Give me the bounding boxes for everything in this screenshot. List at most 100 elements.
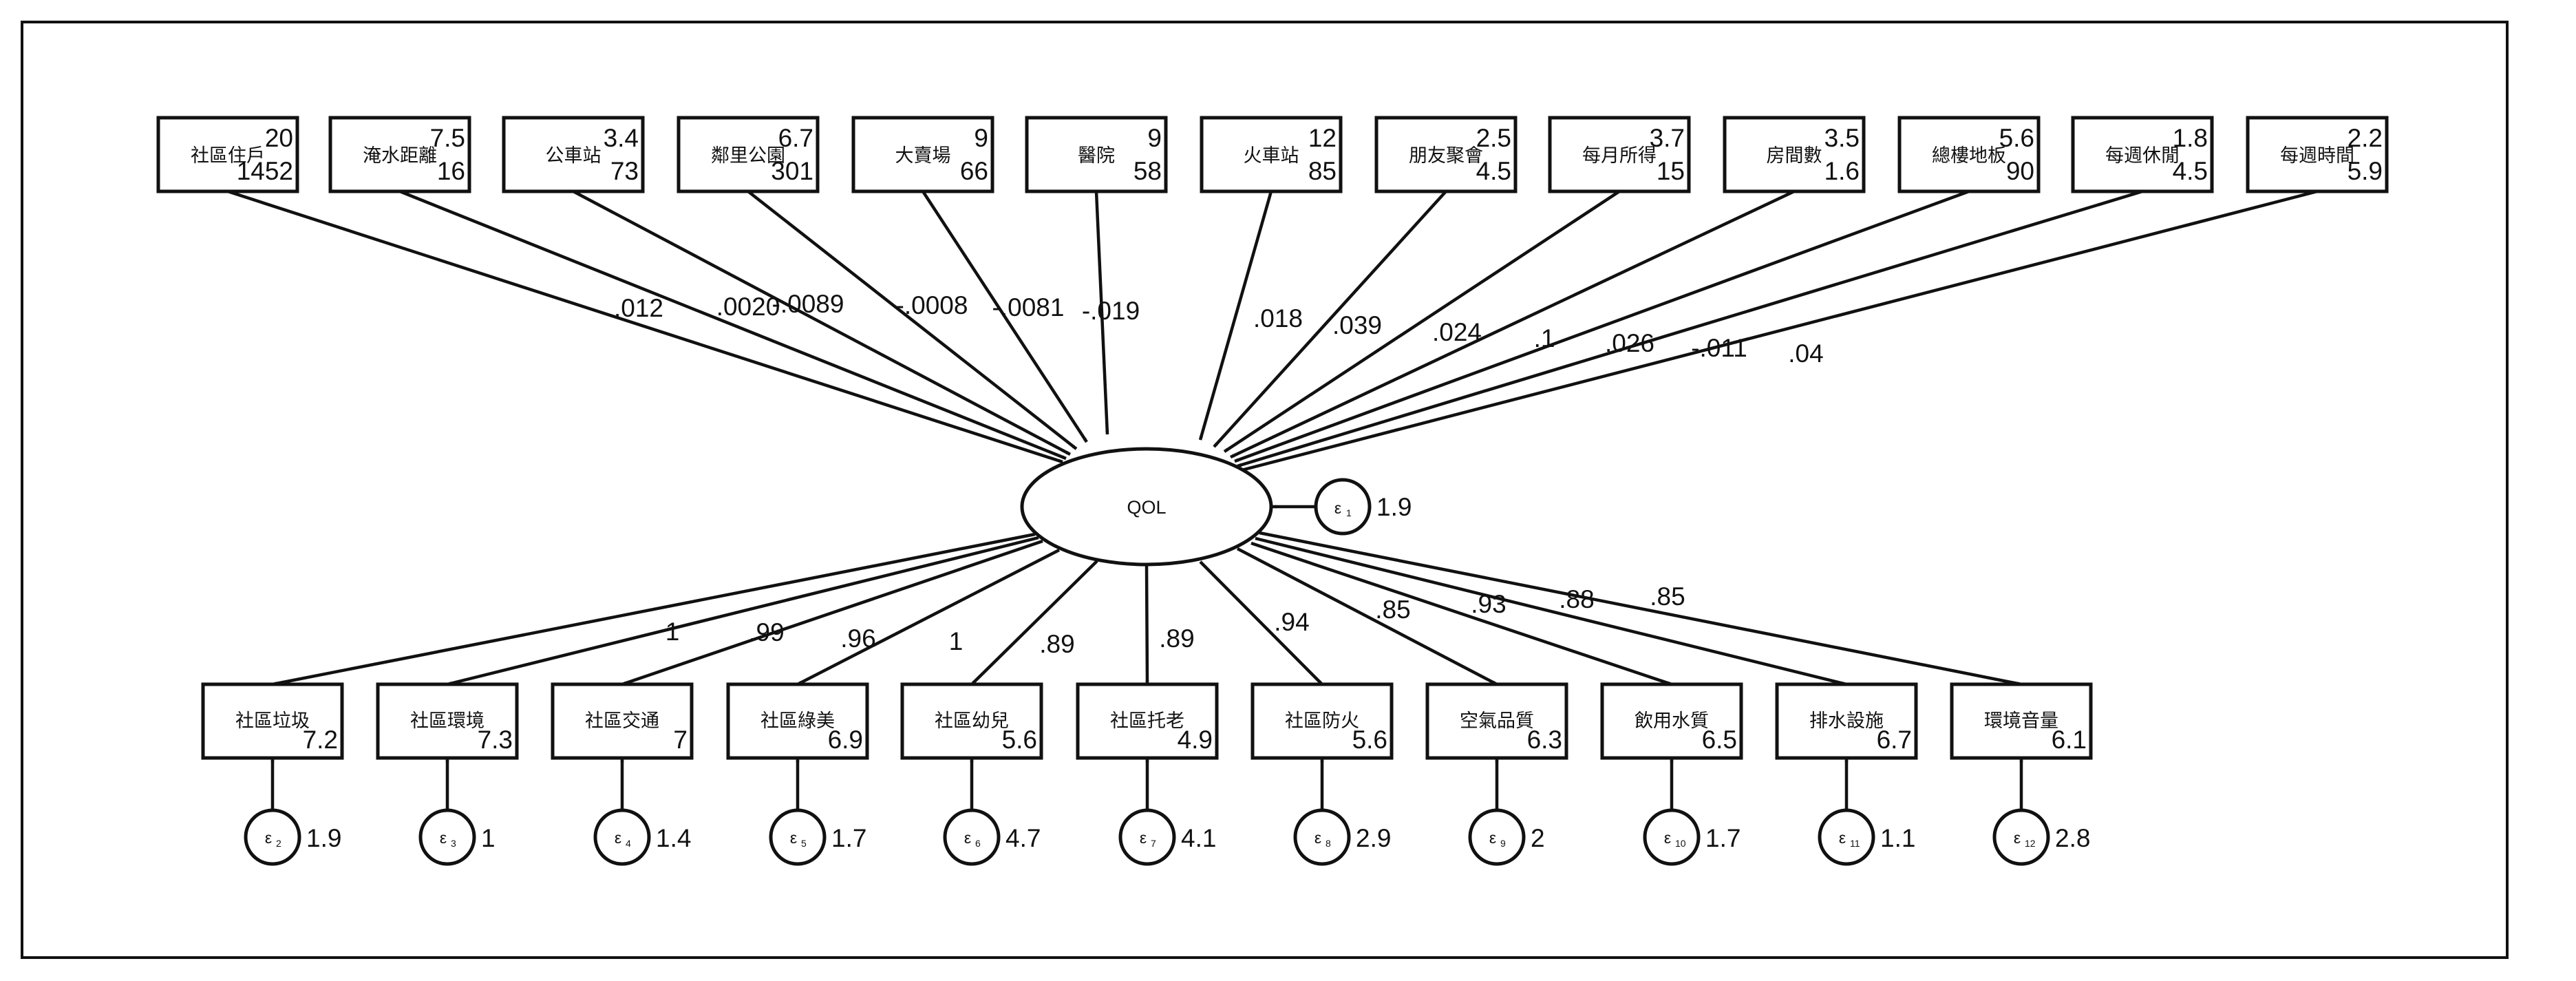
factor-loading: 1 (666, 618, 680, 646)
loading-path-arrow (447, 536, 1039, 686)
indicator-intercept: 7.2 (303, 726, 338, 754)
exogenous-variables: 社區住戶201452淹水距離7.516公車站3.473鄰里公園6.7301大賣場… (156, 116, 2389, 193)
factor-loading: .85 (1650, 582, 1685, 611)
loading-path-arrow (1255, 536, 1847, 686)
variable-mean: 20 (265, 124, 293, 152)
error-variance: 1.1 (1880, 824, 1915, 852)
structural-paths: .012.0020-.0089-.0008-.0081-.019.018.039… (227, 189, 2318, 473)
error-circle (769, 808, 827, 866)
structural-path-arrow (1230, 189, 1795, 459)
indicator-intercept: 7 (673, 726, 688, 754)
variable-label: 火車站 (1244, 145, 1299, 166)
variable-mean: 3.4 (604, 124, 639, 152)
path-coefficient: .018 (1253, 304, 1303, 333)
error-variance: 1.7 (1705, 824, 1741, 852)
indicator-label: 社區環境 (410, 710, 485, 731)
error-variance: 1 (481, 824, 496, 852)
variable-box (1897, 116, 2041, 193)
path-coefficient: -.0089 (772, 290, 844, 318)
variable-mean: 2.5 (1476, 124, 1511, 152)
structural-path-arrow (1234, 189, 1970, 463)
variable-mean: 5.6 (1999, 124, 2034, 152)
qol-error-index: 1 (1346, 507, 1352, 518)
variable-box (2071, 116, 2214, 193)
factor-loading: .94 (1274, 608, 1309, 636)
variable-label: 總樓地板 (1932, 145, 2006, 166)
indicator-box (201, 682, 344, 760)
variable-box (851, 116, 994, 193)
error-circle (943, 808, 1001, 866)
variable-box (1723, 116, 1866, 193)
factor-loading: .89 (1039, 630, 1074, 658)
indicator-box (1950, 682, 2093, 760)
indicator-intercept: 5.6 (1352, 726, 1387, 754)
error-circle (1992, 808, 2050, 866)
variable-label: 鄰里公園 (711, 145, 785, 166)
variable-label: 淹水距離 (363, 145, 437, 166)
indicator-variable: 社區交通 7 (551, 682, 694, 760)
structural-path-arrow (1238, 189, 2318, 473)
loading-path-arrow (1250, 541, 1672, 686)
qol-label: QOL (1127, 497, 1166, 518)
error-index: 9 (1500, 838, 1506, 849)
error-circle (418, 808, 476, 866)
variable-mean: 2.2 (2348, 124, 2383, 152)
error-circle (593, 808, 651, 866)
error-symbol: ε (1489, 829, 1496, 847)
factor-loading: .89 (1159, 624, 1194, 653)
error-circle (1643, 808, 1701, 866)
loading-path-arrow (1199, 560, 1323, 686)
diagram-frame: .012.0020-.0089-.0008-.0081-.019.018.039… (21, 21, 2509, 959)
qol-error-variance: 1.9 (1376, 493, 1412, 521)
error-variance: 2.8 (2055, 824, 2090, 852)
variable-variance: 1452 (237, 157, 293, 185)
indicator-label: 社區交通 (585, 710, 659, 731)
loading-path-arrow (970, 560, 1098, 686)
indicator-variables: 社區垃圾7.2社區環境7.3社區交通7社區綠美6.9社區幼兒5.6社區托老4.9… (201, 682, 2093, 760)
error-circle (1293, 808, 1351, 866)
variable-label: 社區住戶 (191, 145, 265, 166)
variable-mean: 7.5 (430, 124, 465, 152)
path-coefficient: .0020 (716, 293, 780, 321)
variable-mean: 1.8 (2173, 124, 2208, 152)
loading-path-arrow (272, 532, 1036, 686)
error-symbol: ε (964, 829, 971, 847)
indicator-intercept: 6.5 (1702, 726, 1737, 754)
structural-path-arrow (1198, 191, 1273, 441)
error-circle (1468, 808, 1526, 866)
error-index: 3 (451, 838, 456, 849)
error-symbol: ε (440, 829, 447, 847)
variable-variance: 58 (1133, 157, 1162, 185)
indicator-label: 排水設施 (1809, 710, 1884, 731)
variable-variance: 73 (610, 157, 639, 185)
variable-variance: 4.5 (1476, 157, 1511, 185)
variable-box (328, 116, 471, 193)
qol-error-circle (1314, 478, 1372, 536)
indicator-intercept: 5.6 (1002, 726, 1037, 754)
variable-mean: 12 (1308, 124, 1337, 152)
loading-path-arrow (1259, 531, 2022, 686)
error-variance: 2 (1531, 824, 1545, 852)
factor-loading: 1 (949, 627, 964, 655)
indicator-label: 社區托老 (1110, 710, 1184, 731)
variable-box (2246, 116, 2389, 193)
qol-ellipse (1020, 447, 1273, 567)
variable-label: 每週時間 (2280, 145, 2354, 166)
structural-path-arrow (1094, 191, 1109, 435)
structural-path-arrow (922, 190, 1088, 443)
indicator-intercept: 6.7 (1877, 726, 1912, 754)
structural-path-arrow (1213, 190, 1447, 448)
error-circle (1818, 808, 1875, 866)
